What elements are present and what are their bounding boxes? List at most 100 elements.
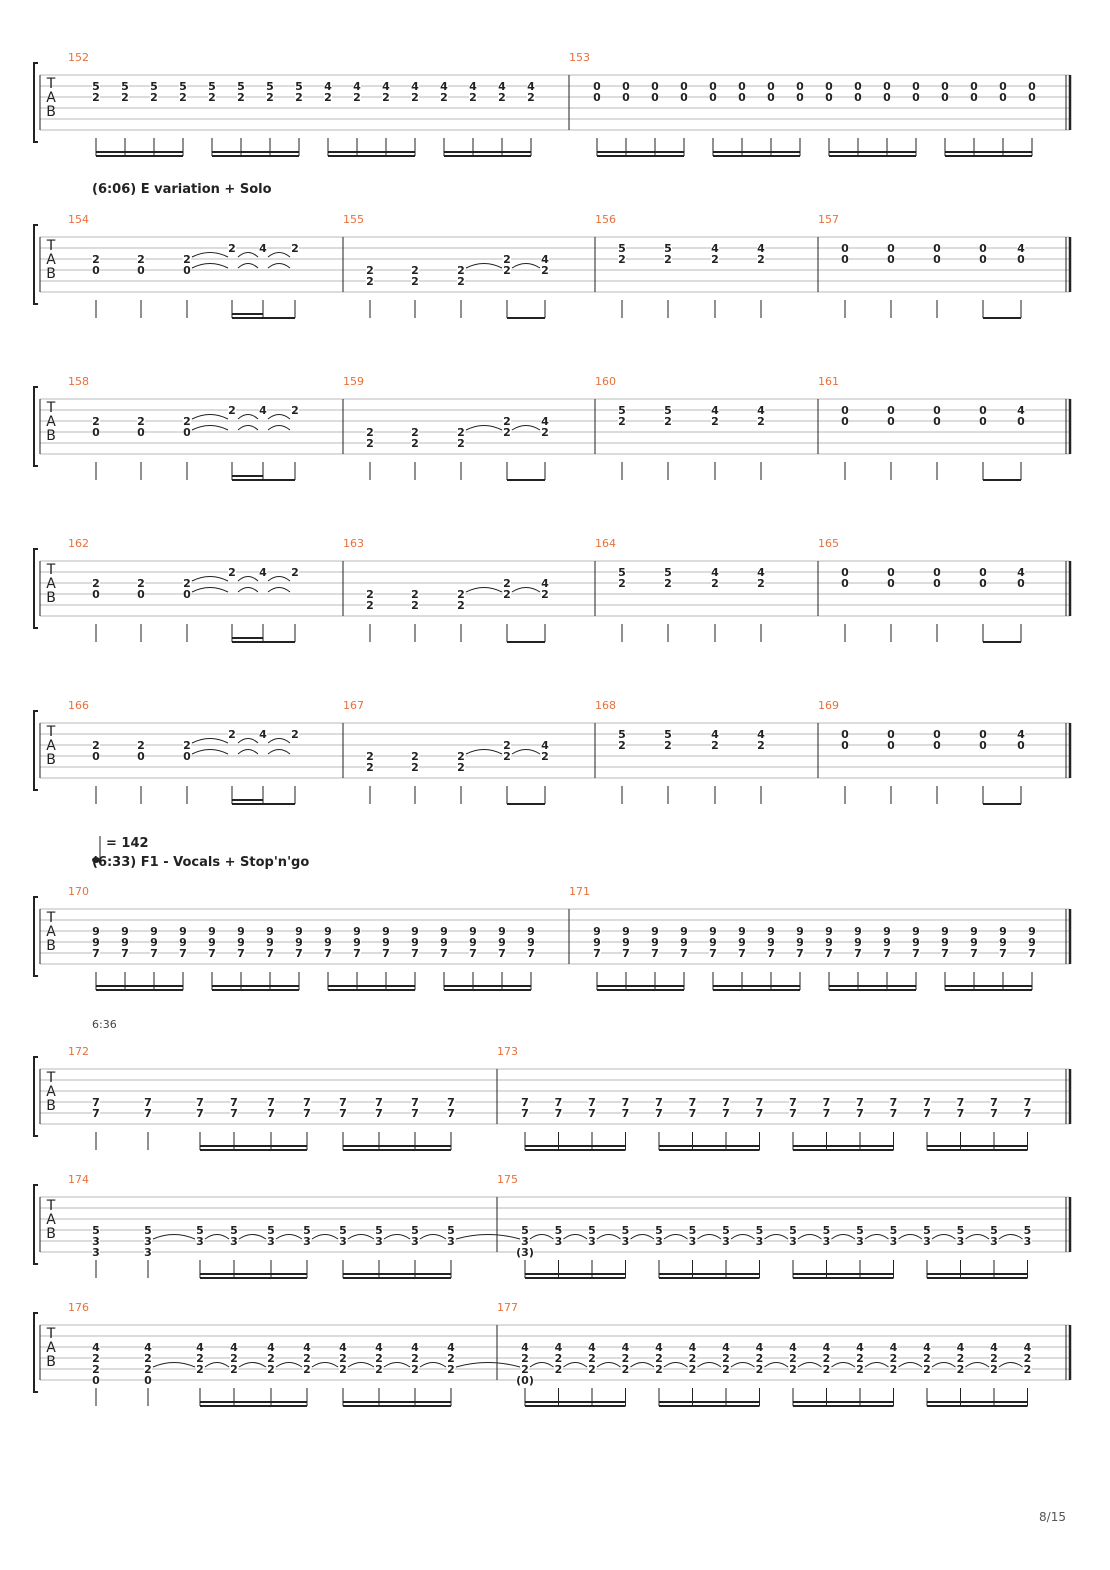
tie-arc [267, 425, 291, 431]
fret-number: 0 [999, 80, 1007, 93]
fret-number: 4 [757, 404, 765, 417]
fret-number: 0 [1028, 80, 1036, 93]
fret-background [883, 92, 891, 103]
fret-background [353, 937, 361, 948]
fret-number: 2 [411, 1363, 419, 1376]
fret-background [196, 1364, 204, 1375]
tab-clef-letter: T [46, 400, 56, 416]
fret-number: 7 [756, 1096, 764, 1109]
fret-background [680, 948, 688, 959]
fret-background [291, 243, 299, 254]
fret-number: 4 [541, 415, 549, 428]
measure-number: 177 [497, 1301, 518, 1314]
fret-number: 5 [957, 1224, 965, 1237]
fret-background [411, 81, 419, 92]
fret-background [503, 578, 511, 589]
fret-number: 7 [324, 947, 332, 960]
fret-number: 2 [230, 1352, 238, 1365]
fret-background [457, 762, 465, 773]
fret-background [339, 1225, 347, 1236]
fret-background [92, 1108, 100, 1119]
fret-number: 4 [588, 1341, 596, 1354]
fret-number: 0 [854, 80, 862, 93]
fret-background [447, 1236, 455, 1247]
fret-background [521, 1225, 529, 1236]
fret-background [411, 600, 419, 611]
fret-background [144, 1108, 152, 1119]
fret-background [183, 254, 191, 265]
tab-clef-letter: T [46, 910, 56, 926]
fret-number: 2 [92, 415, 100, 428]
page-number: 8/15 [1039, 1510, 1066, 1524]
fret-background [923, 1342, 931, 1353]
fret-background [621, 1097, 630, 1108]
fret-background [956, 1225, 965, 1236]
fret-background [411, 762, 419, 773]
fret-background [941, 81, 949, 92]
fret-background [92, 589, 100, 600]
fret-number: 2 [990, 1352, 998, 1365]
fret-background [722, 1236, 730, 1247]
fret-background [1017, 243, 1025, 254]
fret-number: 0 [887, 728, 895, 741]
fret-background [92, 1225, 100, 1236]
tie-arc [267, 263, 291, 269]
fret-background [711, 243, 719, 254]
tie-arc [465, 587, 503, 593]
fret-number: 2 [457, 761, 465, 774]
fret-number: 9 [738, 936, 746, 949]
fret-number: 0 [1017, 253, 1025, 266]
fret-number: 5 [196, 1224, 204, 1237]
fret-number: 7 [990, 1096, 998, 1109]
fret-number: 2 [150, 91, 158, 104]
fret-number: 7 [796, 947, 804, 960]
fret-background [324, 81, 332, 92]
fret-background [353, 948, 361, 959]
measure-number: 163 [343, 537, 364, 550]
tab-clef-letter: B [46, 266, 56, 282]
fret-number: 4 [259, 404, 267, 417]
fret-background [841, 243, 849, 254]
fret-background [382, 81, 390, 92]
fret-number: 2 [411, 1352, 419, 1365]
tie-arc [191, 414, 229, 420]
fret-number: 2 [823, 1352, 831, 1365]
fret-number: 2 [291, 728, 299, 741]
fret-background [1017, 740, 1025, 751]
fret-number: 5 [622, 1224, 630, 1237]
fret-number: 0 [979, 739, 987, 752]
fret-number: 7 [722, 1107, 730, 1120]
fret-background [999, 937, 1007, 948]
measure-number: 157 [818, 213, 839, 226]
fret-background [711, 578, 719, 589]
fret-number: 0 [887, 739, 895, 752]
fret-background [738, 81, 746, 92]
tie-arc [191, 749, 229, 755]
fret-background [339, 1108, 347, 1119]
fret-background [887, 740, 895, 751]
fret-number: 2 [366, 426, 374, 439]
fret-number: 0 [680, 80, 688, 93]
fret-number: 5 [447, 1224, 455, 1237]
fret-number: 2 [92, 739, 100, 752]
tab-clef-letter: T [46, 1326, 56, 1342]
fret-number: 4 [411, 80, 419, 93]
fret-background [183, 416, 191, 427]
fret-background [503, 416, 511, 427]
fret-background [738, 937, 746, 948]
tie-arc [383, 1362, 411, 1368]
fret-background [664, 578, 672, 589]
fret-number: 3 [856, 1235, 864, 1248]
fret-background [956, 1364, 965, 1375]
fret-number: 0 [933, 728, 941, 741]
fret-number: 2 [622, 1363, 630, 1376]
tab-clef-letter: A [46, 252, 56, 268]
fret-number: 2 [295, 91, 303, 104]
fret-background [887, 243, 895, 254]
fret-background [923, 1353, 931, 1364]
fret-background [990, 1236, 998, 1247]
tab-clef-letter: A [46, 738, 56, 754]
fret-background [179, 81, 187, 92]
fret-number: 7 [447, 1096, 455, 1109]
fret-number: 9 [883, 936, 891, 949]
